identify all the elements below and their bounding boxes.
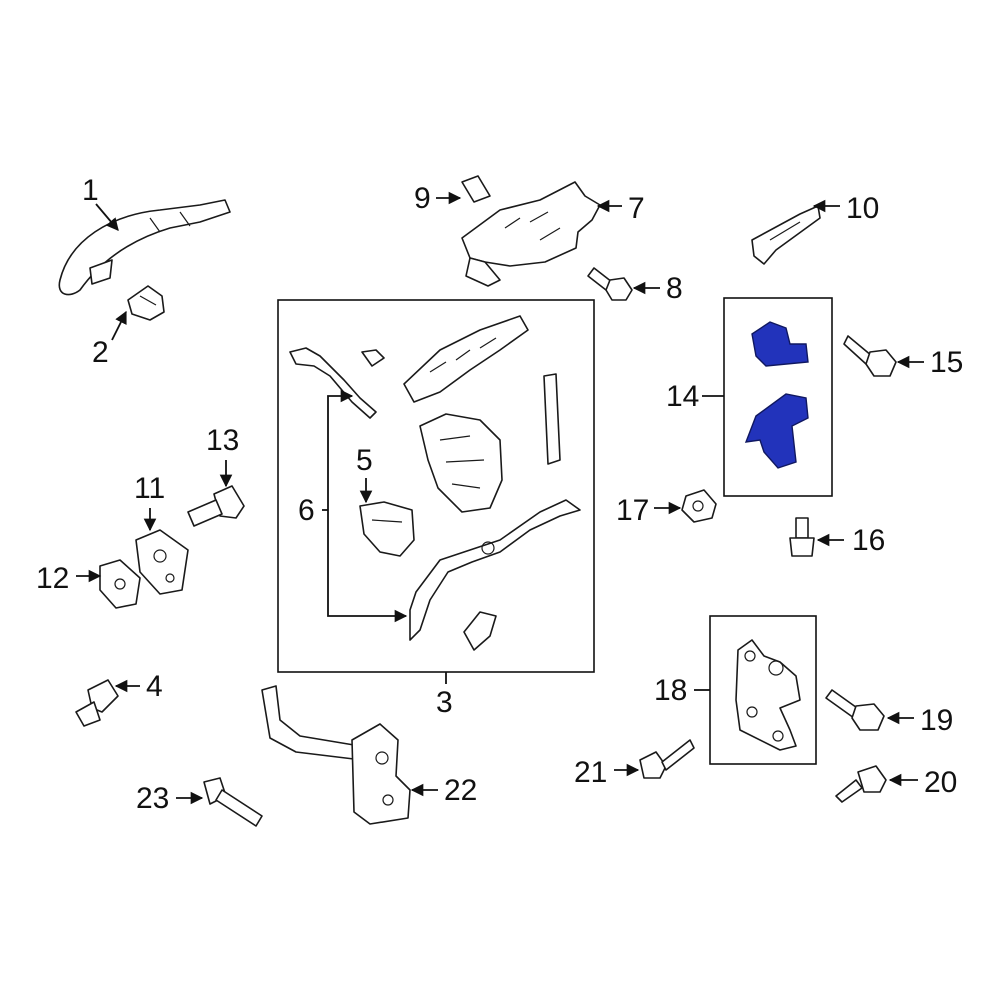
part-23-bolt[interactable] [203,777,263,827]
callout-3: 3 [436,672,453,719]
callout-11-label: 11 [134,472,165,505]
callout-15: 15 [896,346,963,379]
part-3-latch-assembly[interactable] [289,315,581,651]
callout-8-label: 8 [666,272,683,305]
callout-2: 2 [92,310,127,369]
part-10-bracket[interactable] [751,205,821,265]
part-4-bumper[interactable] [75,679,119,727]
callout-14-label: 14 [666,380,699,413]
callout-10-label: 10 [846,192,879,225]
callout-20-label: 20 [924,766,957,799]
part-18-door-hinge[interactable] [735,639,801,751]
callout-1-leader [95,203,119,231]
callout-4-label: 4 [146,670,163,703]
callout-1: 1 [82,174,119,231]
callout-6: 6 [298,389,408,623]
callout-18-label: 18 [654,674,687,707]
callout-20: 20 [888,766,957,799]
group-14-frame [723,297,833,497]
callout-11: 11 [134,472,165,532]
part-2-cap[interactable] [127,285,165,321]
callout-14: 14 [666,380,724,413]
part-13-pin[interactable] [187,485,245,527]
callout-3-label: 3 [436,686,453,719]
part-19-bolt[interactable] [825,689,885,731]
callout-17: 17 [616,494,682,527]
callout-9: 9 [414,182,462,215]
callout-12-label: 12 [36,562,69,595]
part-7-handle-bracket[interactable] [461,181,601,287]
callout-7: 7 [596,192,645,225]
part-9-clip[interactable] [461,175,491,203]
part-14-lower-hinge[interactable] [744,393,809,469]
part-22-door-check[interactable] [261,685,411,825]
callout-9-label: 9 [414,182,431,215]
callout-23: 23 [136,782,204,815]
callout-22-label: 22 [444,774,477,807]
callout-4: 4 [114,670,163,703]
callout-16: 16 [816,524,885,557]
part-8-bolt[interactable] [587,267,633,301]
callout-13: 13 [206,424,239,488]
callout-13-label: 13 [206,424,239,457]
callout-18: 18 [654,674,710,707]
callout-6-bracket [327,389,408,623]
part-14-upper-hinge[interactable] [751,321,809,367]
callout-21-label: 21 [574,756,607,789]
callout-10: 10 [812,192,879,225]
part-15-bolt[interactable] [843,335,897,377]
part-1-outside-handle[interactable] [58,199,231,296]
group-3-frame [277,299,595,673]
callout-22: 22 [410,774,477,807]
part-11-striker-plate[interactable] [135,529,189,595]
part-17-nut[interactable] [681,489,717,523]
callout-15-label: 15 [930,346,963,379]
callout-17-label: 17 [616,494,649,527]
callout-7-label: 7 [628,192,645,225]
callout-5: 5 [356,444,373,504]
callout-6-label: 6 [298,494,315,527]
part-12-gasket[interactable] [99,559,141,609]
callout-19-label: 19 [920,704,953,737]
callout-21: 21 [574,756,640,789]
callout-23-label: 23 [136,782,169,815]
callout-5-label: 5 [356,444,373,477]
callout-12: 12 [36,562,102,595]
callout-8: 8 [632,272,683,305]
part-16-stud[interactable] [789,517,815,557]
part-21-bolt[interactable] [639,739,695,779]
callout-2-leader [111,310,127,341]
callout-2-label: 2 [92,336,109,369]
callout-1-label: 1 [82,174,99,207]
callout-16-label: 16 [852,524,885,557]
callout-19: 19 [886,704,953,737]
part-20-bolt[interactable] [835,765,887,803]
